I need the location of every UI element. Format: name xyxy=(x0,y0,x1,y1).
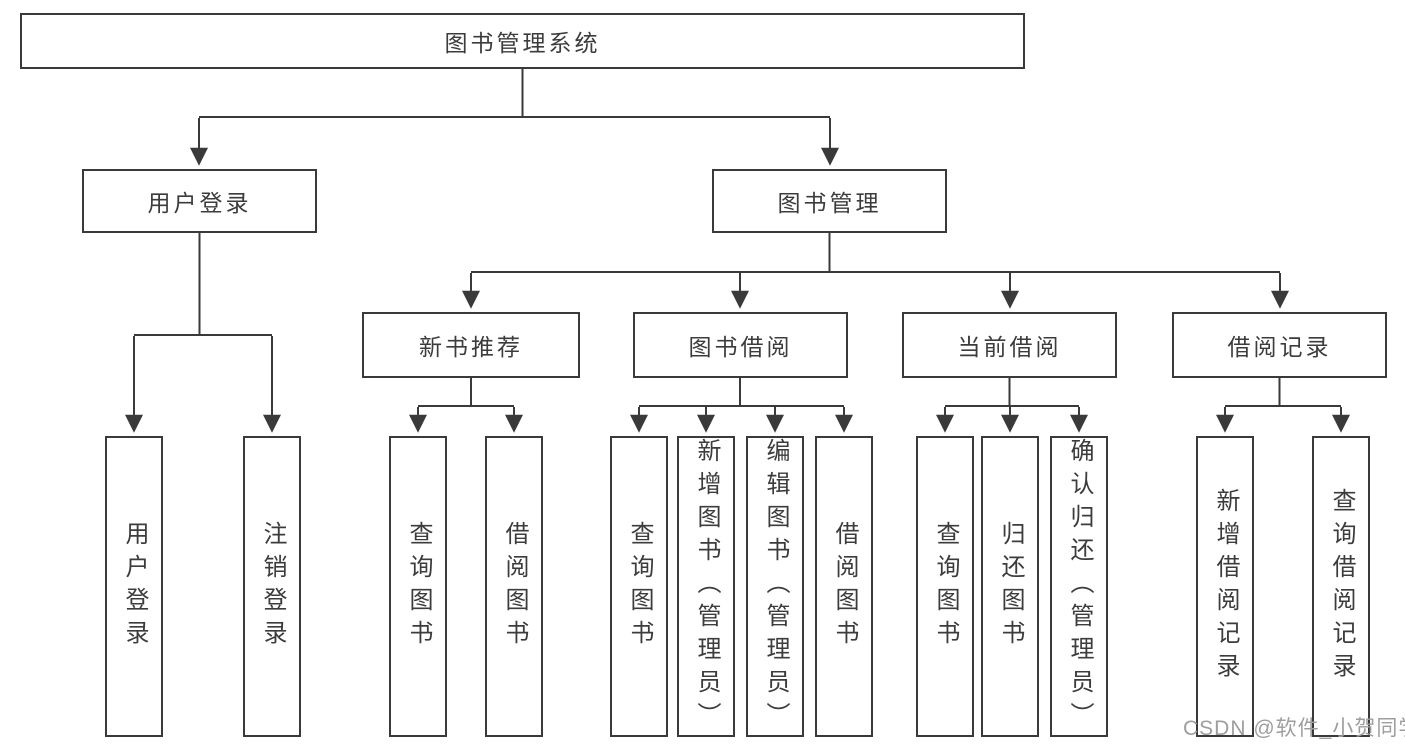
leaf-borrow-book-recommend-label: 借阅图书 xyxy=(501,520,528,653)
leaf-add-book-admin-label: 新增图书（管理员） xyxy=(693,438,720,735)
leaf-confirm-return-admin: 确认归还（管理员） xyxy=(1050,436,1108,737)
leaf-edit-book-admin: 编辑图书（管理员） xyxy=(746,436,804,737)
leaf-confirm-return-admin-label: 确认归还（管理员） xyxy=(1066,438,1093,735)
node-user-login-label: 用户登录 xyxy=(147,190,252,216)
leaf-borrow-book-label: 借阅图书 xyxy=(831,520,858,653)
node-current-borrow-label: 当前借阅 xyxy=(957,334,1062,360)
node-new-book-recommend: 新书推荐 xyxy=(362,312,580,378)
node-new-book-recommend-label: 新书推荐 xyxy=(419,334,523,360)
leaf-return-book: 归还图书 xyxy=(981,436,1039,737)
leaf-user-login: 用户登录 xyxy=(105,436,163,737)
leaf-add-borrow-record: 新增借阅记录 xyxy=(1196,436,1254,737)
root-node-label: 图书管理系统 xyxy=(444,30,601,56)
leaf-logout: 注销登录 xyxy=(243,436,301,737)
leaf-query-book-current-label: 查询图书 xyxy=(932,520,959,653)
leaf-edit-book-admin-label: 编辑图书（管理员） xyxy=(762,438,789,735)
node-borrow-records: 借阅记录 xyxy=(1172,312,1387,378)
leaf-query-borrow-record-label: 查询借阅记录 xyxy=(1328,487,1355,686)
leaf-query-book-recommend: 查询图书 xyxy=(389,436,447,737)
leaf-add-book-admin: 新增图书（管理员） xyxy=(677,436,735,737)
node-user-login: 用户登录 xyxy=(82,169,317,233)
leaf-logout-label: 注销登录 xyxy=(259,520,286,653)
node-book-management: 图书管理 xyxy=(712,169,947,233)
leaf-borrow-book-recommend: 借阅图书 xyxy=(485,436,543,737)
leaf-user-login-label: 用户登录 xyxy=(121,520,148,653)
leaf-borrow-book: 借阅图书 xyxy=(815,436,873,737)
leaf-query-book-recommend-label: 查询图书 xyxy=(405,520,432,653)
leaf-add-borrow-record-label: 新增借阅记录 xyxy=(1212,487,1239,686)
node-borrow-records-label: 借阅记录 xyxy=(1227,334,1332,360)
node-book-borrow-label: 图书借阅 xyxy=(688,334,793,360)
csdn-watermark: CSDN @软件_小贺同学 xyxy=(1183,717,1405,740)
node-book-management-label: 图书管理 xyxy=(777,190,882,216)
leaf-query-borrow-record: 查询借阅记录 xyxy=(1312,436,1370,737)
leaf-query-book-current: 查询图书 xyxy=(916,436,974,737)
node-current-borrow: 当前借阅 xyxy=(902,312,1117,378)
root-node-library-system: 图书管理系统 xyxy=(20,13,1025,69)
leaf-query-book-borrow-label: 查询图书 xyxy=(626,520,653,653)
leaf-query-book-borrow: 查询图书 xyxy=(610,436,668,737)
leaf-return-book-label: 归还图书 xyxy=(997,520,1024,653)
node-book-borrow: 图书借阅 xyxy=(633,312,848,378)
